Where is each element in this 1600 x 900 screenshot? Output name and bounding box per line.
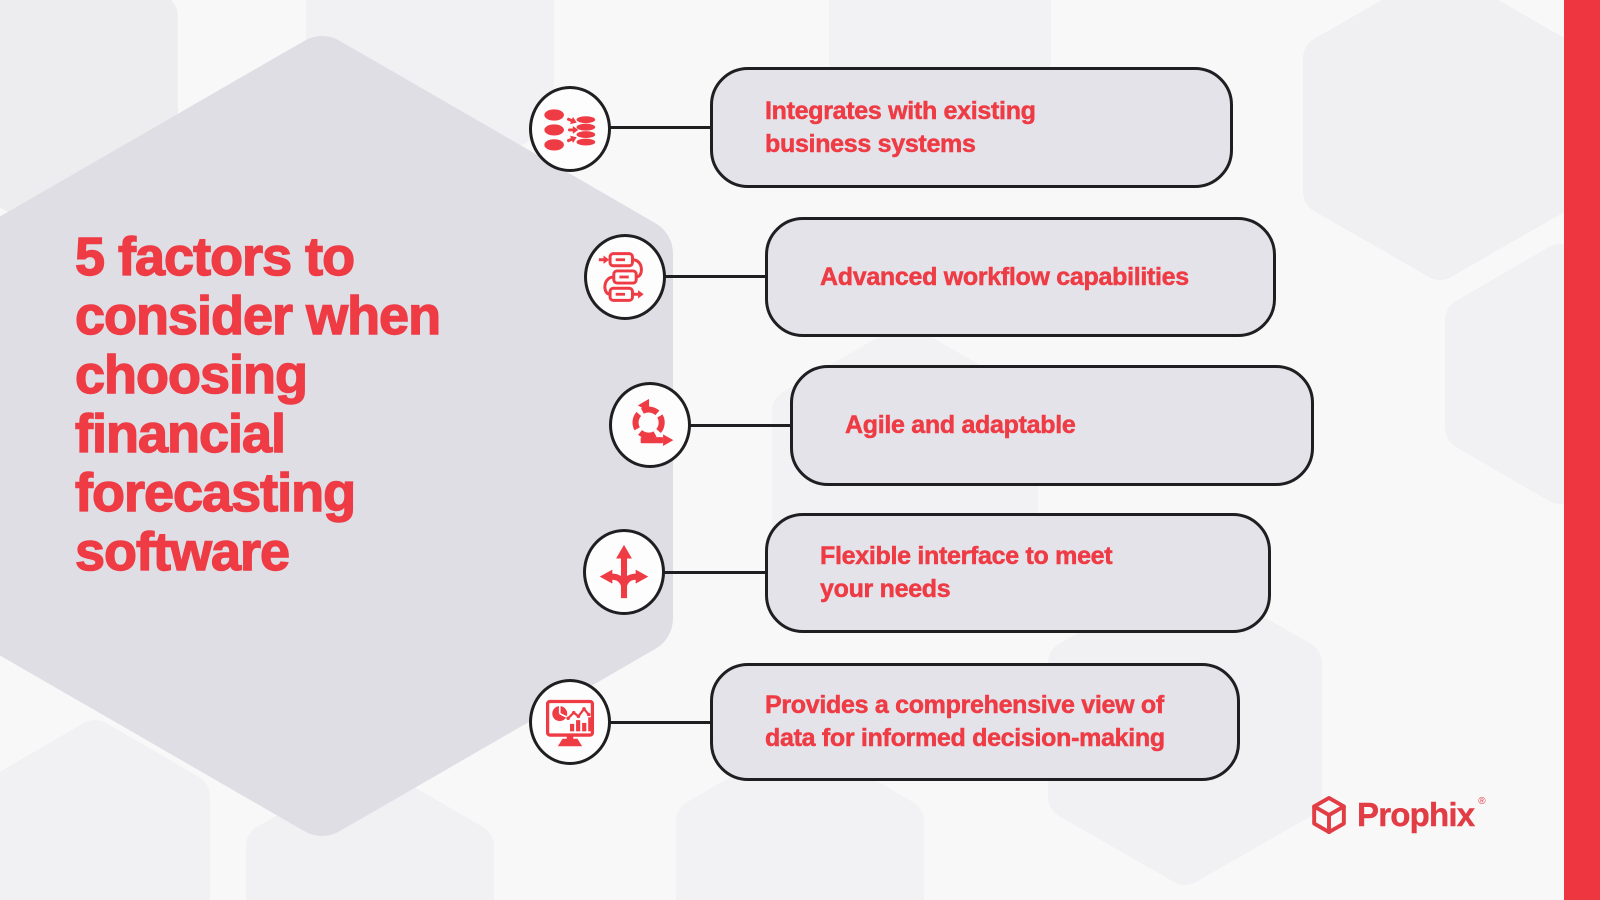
data-integration-icon-glyph xyxy=(544,109,596,151)
brand-name: Prophix xyxy=(1357,796,1475,833)
data-integration-icon xyxy=(529,86,611,172)
factor-label: Provides a comprehensive view of data fo… xyxy=(765,691,1166,753)
prophix-cube-icon xyxy=(1312,795,1346,835)
workflow-icon-glyph xyxy=(598,252,644,302)
registered-trademark-symbol: ® xyxy=(1478,796,1486,807)
factor-label: Integrates with existing business system… xyxy=(765,96,1036,158)
workflow-icon xyxy=(584,234,666,320)
factor-label: Advanced workflow capabilities xyxy=(820,262,1190,291)
accent-side-bar xyxy=(1564,0,1600,900)
factor-label: Agile and adaptable xyxy=(845,411,1076,440)
factor-box: Integrates with existing business system… xyxy=(710,67,1233,188)
page-title: 5 factors to consider when choosing fina… xyxy=(74,227,441,582)
dashboard-chart-icon-glyph xyxy=(545,699,595,747)
connector-line xyxy=(606,721,714,724)
agile-cycle-icon xyxy=(609,382,691,468)
connector-line xyxy=(661,275,769,278)
factor-box: Flexible interface to meet your needs xyxy=(765,513,1271,633)
factor-box: Provides a comprehensive view of data fo… xyxy=(710,663,1240,781)
connector-line xyxy=(660,571,769,574)
connector-line xyxy=(686,424,794,427)
factor-box: Advanced workflow capabilities xyxy=(765,217,1276,337)
flexible-paths-icon-glyph xyxy=(599,544,649,599)
brand-logo: Prophix ® xyxy=(1308,792,1486,838)
factor-label: Flexible interface to meet your needs xyxy=(820,542,1113,604)
dashboard-chart-icon xyxy=(529,679,611,765)
connector-line xyxy=(606,126,714,129)
agile-cycle-icon-glyph xyxy=(632,398,674,446)
flexible-paths-icon xyxy=(583,529,665,615)
factor-box: Agile and adaptable xyxy=(790,365,1314,486)
